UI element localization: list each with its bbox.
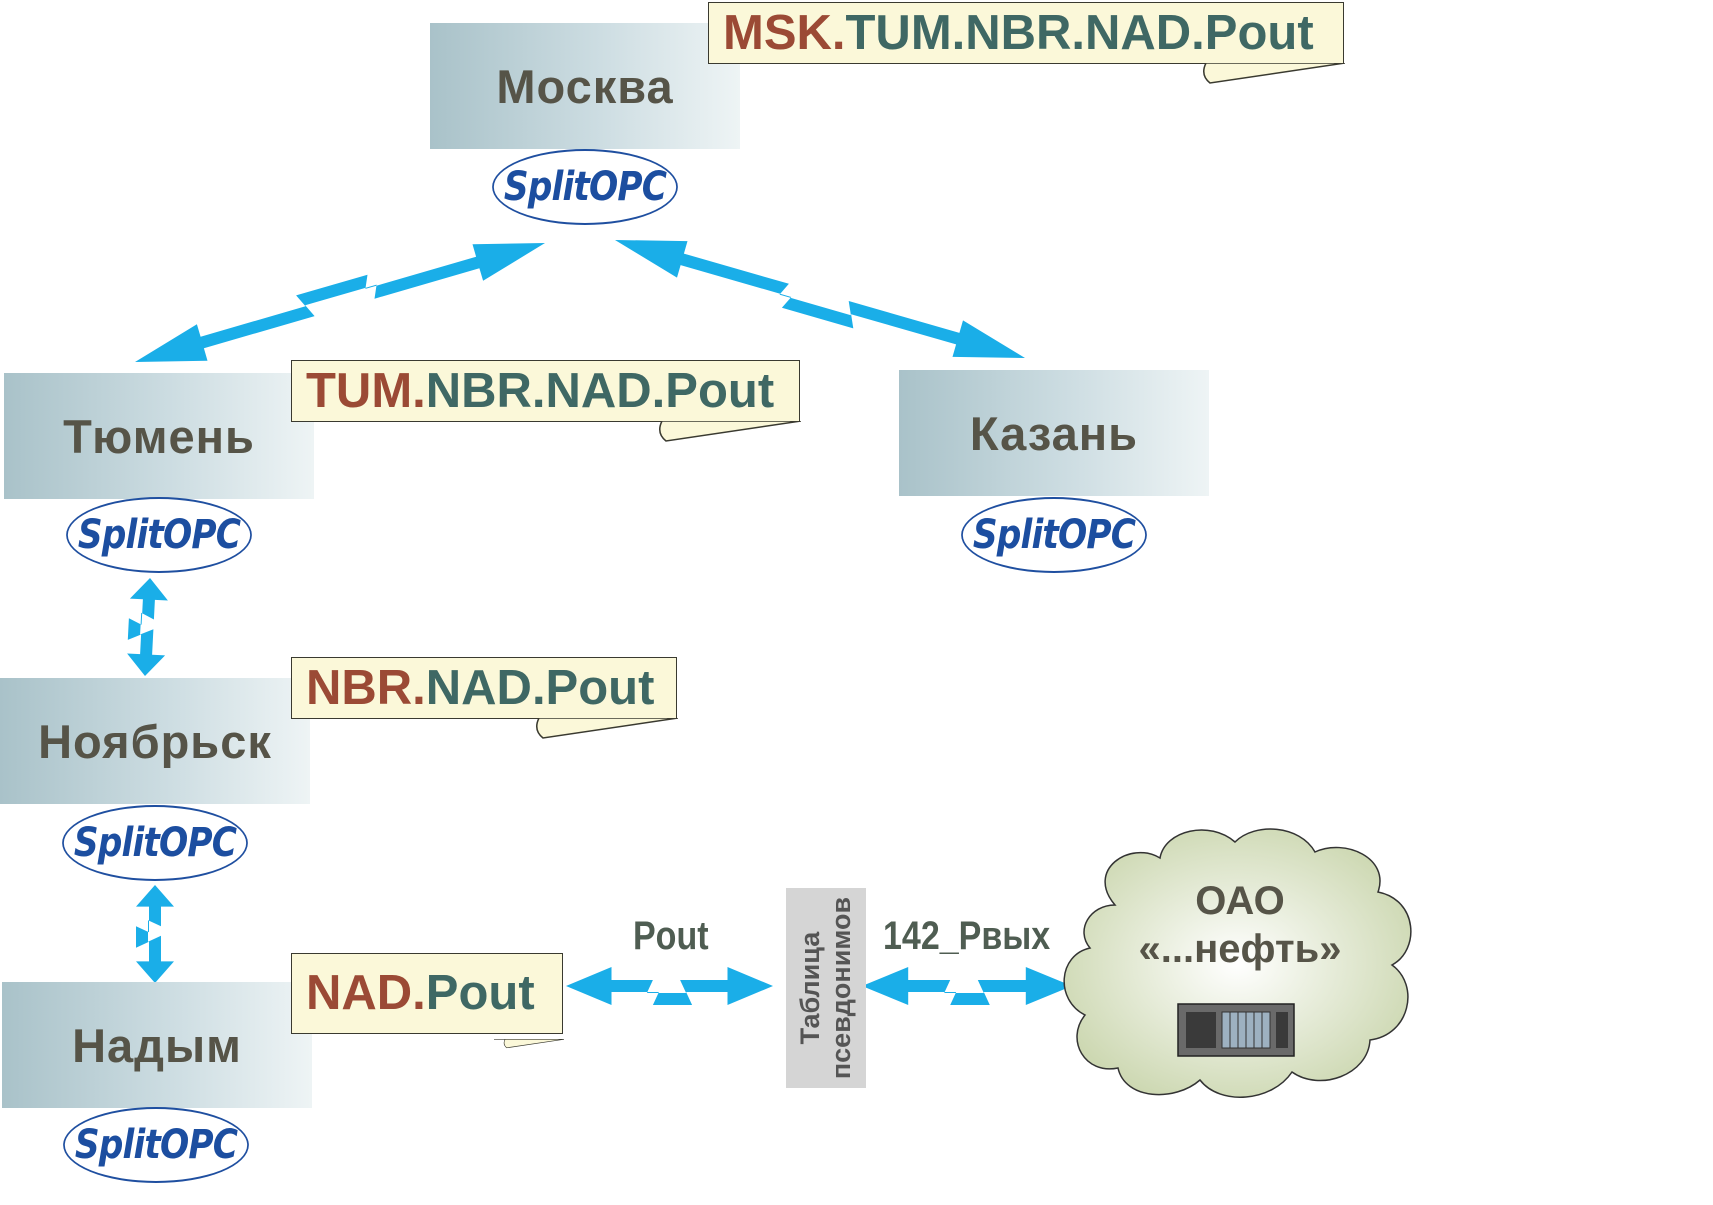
tag-note-tyumen: TUM.NBR.NAD.Pout bbox=[291, 360, 801, 442]
city-box-noyabrsk: Ноябрьск bbox=[0, 678, 310, 804]
page-curl-icon bbox=[493, 1039, 564, 1049]
splitopc-badge-tyumen: SplitOPC bbox=[66, 497, 252, 573]
tag-path-moscow: TUM.NBR.NAD.Pout bbox=[845, 5, 1314, 60]
splitopc-label: SplitOPC bbox=[972, 512, 1136, 558]
page-curl-icon bbox=[1179, 63, 1345, 84]
city-box-nadym: Надым bbox=[2, 982, 312, 1108]
city-box-moscow: Москва bbox=[430, 23, 740, 149]
splitopc-label: SplitOPC bbox=[74, 1122, 238, 1168]
city-name-tyumen: Тюмень bbox=[63, 409, 255, 463]
company-line2: «...нефть» bbox=[1138, 927, 1342, 971]
splitopc-badge-kazan: SplitOPC bbox=[961, 497, 1147, 573]
tag-prefix-noyabrsk: NBR. bbox=[306, 660, 426, 715]
flow-label-pout: Pout bbox=[633, 914, 709, 958]
tag-path-nadym: Pout bbox=[425, 966, 535, 1020]
city-name-moscow: Москва bbox=[496, 59, 674, 113]
splitopc-label: SplitOPC bbox=[73, 820, 237, 866]
tag-note-noyabrsk: NBR.NAD.Pout bbox=[291, 657, 678, 739]
splitopc-badge-nadym: SplitOPC bbox=[63, 1107, 249, 1183]
link-tyumen-noyabrsk-arrow bbox=[127, 578, 168, 676]
page-curl-icon bbox=[512, 718, 678, 739]
link-moscow-tyumen-arrow bbox=[135, 243, 545, 362]
company-line1: ОАО bbox=[1195, 879, 1285, 923]
tag-prefix-nadym: NAD. bbox=[306, 966, 426, 1020]
city-name-kazan: Казань bbox=[969, 406, 1139, 460]
link-alias-company-arrow bbox=[862, 967, 1072, 1005]
tag-note-moscow: MSK.TUM.NBR.NAD.Pout bbox=[708, 2, 1345, 84]
tag-path-noyabrsk: NAD.Pout bbox=[425, 660, 655, 715]
splitopc-badge-noyabrsk: SplitOPC bbox=[62, 805, 248, 881]
splitopc-label: SplitOPC bbox=[503, 164, 667, 210]
city-box-tyumen: Тюмень bbox=[4, 373, 314, 499]
link-noyabrsk-nadym-arrow bbox=[136, 885, 174, 983]
flow-label-142-rvykh: 142_Рвых bbox=[883, 914, 1051, 958]
company-name: ОАО «...нефть» bbox=[1120, 877, 1360, 973]
splitopc-label: SplitOPC bbox=[77, 512, 241, 558]
tag-prefix-moscow: MSK. bbox=[723, 5, 846, 60]
tag-note-nadym: NAD.Pout bbox=[291, 953, 564, 1049]
page-curl-icon bbox=[635, 421, 801, 442]
city-box-kazan: Казань bbox=[899, 370, 1209, 496]
alias-table-box: Таблица псевдонимов bbox=[786, 888, 866, 1088]
city-name-noyabrsk: Ноябрьск bbox=[38, 714, 272, 768]
splitopc-badge-moscow: SplitOPC bbox=[492, 149, 678, 225]
tag-prefix-tyumen: TUM. bbox=[306, 363, 426, 418]
link-moscow-kazan-arrow bbox=[615, 240, 1025, 358]
city-name-nadym: Надым bbox=[72, 1018, 242, 1072]
tag-path-tyumen: NBR.NAD.Pout bbox=[425, 363, 775, 418]
link-nadym-alias-arrow bbox=[566, 967, 773, 1005]
plc-device-icon bbox=[1177, 1003, 1295, 1057]
